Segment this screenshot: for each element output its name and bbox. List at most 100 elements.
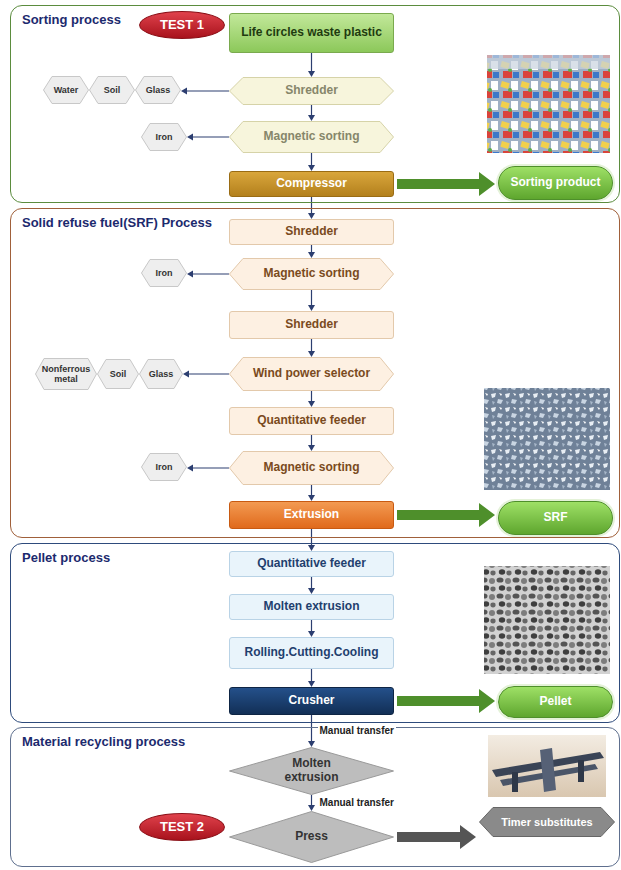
band-heading: Solid refuse fuel(SRF) Process [22,215,212,231]
node-label: Timer substitutes [501,816,593,829]
node-label: Nonferrous metal [40,364,92,385]
node-label: Iron [156,132,173,142]
node-label: Sorting product [511,176,601,190]
flow-arrow [308,435,315,451]
flow-arrow [183,371,229,378]
product-oval: Sorting product [498,166,613,200]
node-label: Molten extrusion [263,600,359,614]
flow-arrow [187,134,229,141]
node-label: Magnetic sorting [263,130,359,144]
node-label: Molten extrusion [269,757,355,785]
flow-arrow [181,88,229,95]
flow-arrow [187,465,229,472]
node-label: Press [295,830,328,844]
process-box: Quantitative feeder [229,407,394,435]
band-heading: Sorting process [22,12,121,28]
node-label: Magnetic sorting [263,461,359,475]
process-box: Molten extrusion [229,594,394,620]
process-band: Solid refuse fuel(SRF) ProcessShredderIr… [10,208,620,538]
removed-material: Soil [89,76,135,104]
flow-arrow [308,245,315,258]
process-step: Magnetic sorting [229,451,394,485]
node-label: Soil [110,369,127,379]
removed-material: Iron [141,259,187,287]
band-heading: Material recycling process [22,734,185,750]
process-band: Material recycling processMolten extrusi… [10,727,620,867]
node-label: Water [54,85,79,95]
flow-arrow [397,503,495,527]
product-hex: Timer substitutes [479,807,615,837]
node-label: Soil [104,85,121,95]
process-step: Shredder [229,77,394,105]
edge-label: Manual transfer [318,725,396,737]
removed-material: Water [43,76,89,104]
flow-arrow [397,825,476,849]
node-label: Iron [156,462,173,472]
node-label: Quantitative feeder [257,557,366,571]
flow-arrow [308,290,315,311]
node-label: Extrusion [284,508,339,522]
waste-photo [487,55,610,153]
flow-arrow [308,795,315,811]
node-label: Glass [149,369,174,379]
process-box: Shredder [229,311,394,339]
test-marker: TEST 2 [139,813,225,841]
product-oval: Pellet [498,686,613,718]
test-marker: TEST 1 [139,11,225,39]
flow-arrow [397,172,495,196]
node-label: Crusher [288,694,334,708]
node-label: Shredder [285,318,338,332]
process-step: Magnetic sorting [229,258,394,290]
node-label: TEST 2 [160,820,204,835]
removed-material: Glass [139,359,183,389]
node-label: Iron [156,268,173,278]
node-label: Compressor [276,177,347,191]
removed-material: Soil [97,359,139,389]
process-band: Sorting process TEST 1 Life circles waste … [10,5,620,203]
process-step: Magnetic sorting [229,121,394,153]
node-label: Wind power selector [253,367,370,381]
flow-arrow [308,391,315,407]
process-box: Quantitative feeder [229,551,394,577]
process-box: Compressor [229,171,394,197]
flow-arrow [308,105,315,121]
flow-arrow [308,53,315,77]
node-label: TEST 1 [160,18,204,33]
pellet-photo [484,566,610,674]
node-label: Shredder [285,225,338,239]
flow-arrow [308,669,315,687]
flow-arrow [308,339,315,357]
flow-arrow [308,715,315,747]
flow-arrow [308,485,315,501]
process-box: Rolling.Cutting.Cooling [229,637,394,669]
flow-arrow [308,529,315,551]
process-box: Shredder [229,219,394,245]
node-label: Shredder [285,84,338,98]
removed-material: Glass [135,76,181,104]
flow-arrow [397,689,495,713]
process-diamond: Molten extrusion [229,747,394,795]
node-label: Glass [146,85,171,95]
input-box: Life circles waste plastic [229,13,394,53]
srf-photo [484,388,610,490]
process-diamond: Press [229,811,394,863]
process-band: Pellet process Quantitative feederMolten … [10,543,620,723]
process-box: Extrusion [229,501,394,529]
node-label: Quantitative feeder [257,414,366,428]
edge-label: Manual transfer [318,797,396,809]
process-step: Wind power selector [229,357,394,391]
node-label: SRF [544,511,568,525]
flow-arrow [308,620,315,637]
node-label: Pellet [539,695,571,709]
product-oval: SRF [498,501,613,535]
timber-photo [488,735,606,797]
flow-arrow [187,271,229,278]
removed-material: Nonferrous metal [35,358,97,390]
process-box: Crusher [229,687,394,715]
flow-arrow [308,577,315,594]
node-label: Rolling.Cutting.Cooling [245,646,379,660]
node-label: Magnetic sorting [263,267,359,281]
band-heading: Pellet process [22,550,110,566]
node-label: Life circles waste plastic [241,26,382,40]
